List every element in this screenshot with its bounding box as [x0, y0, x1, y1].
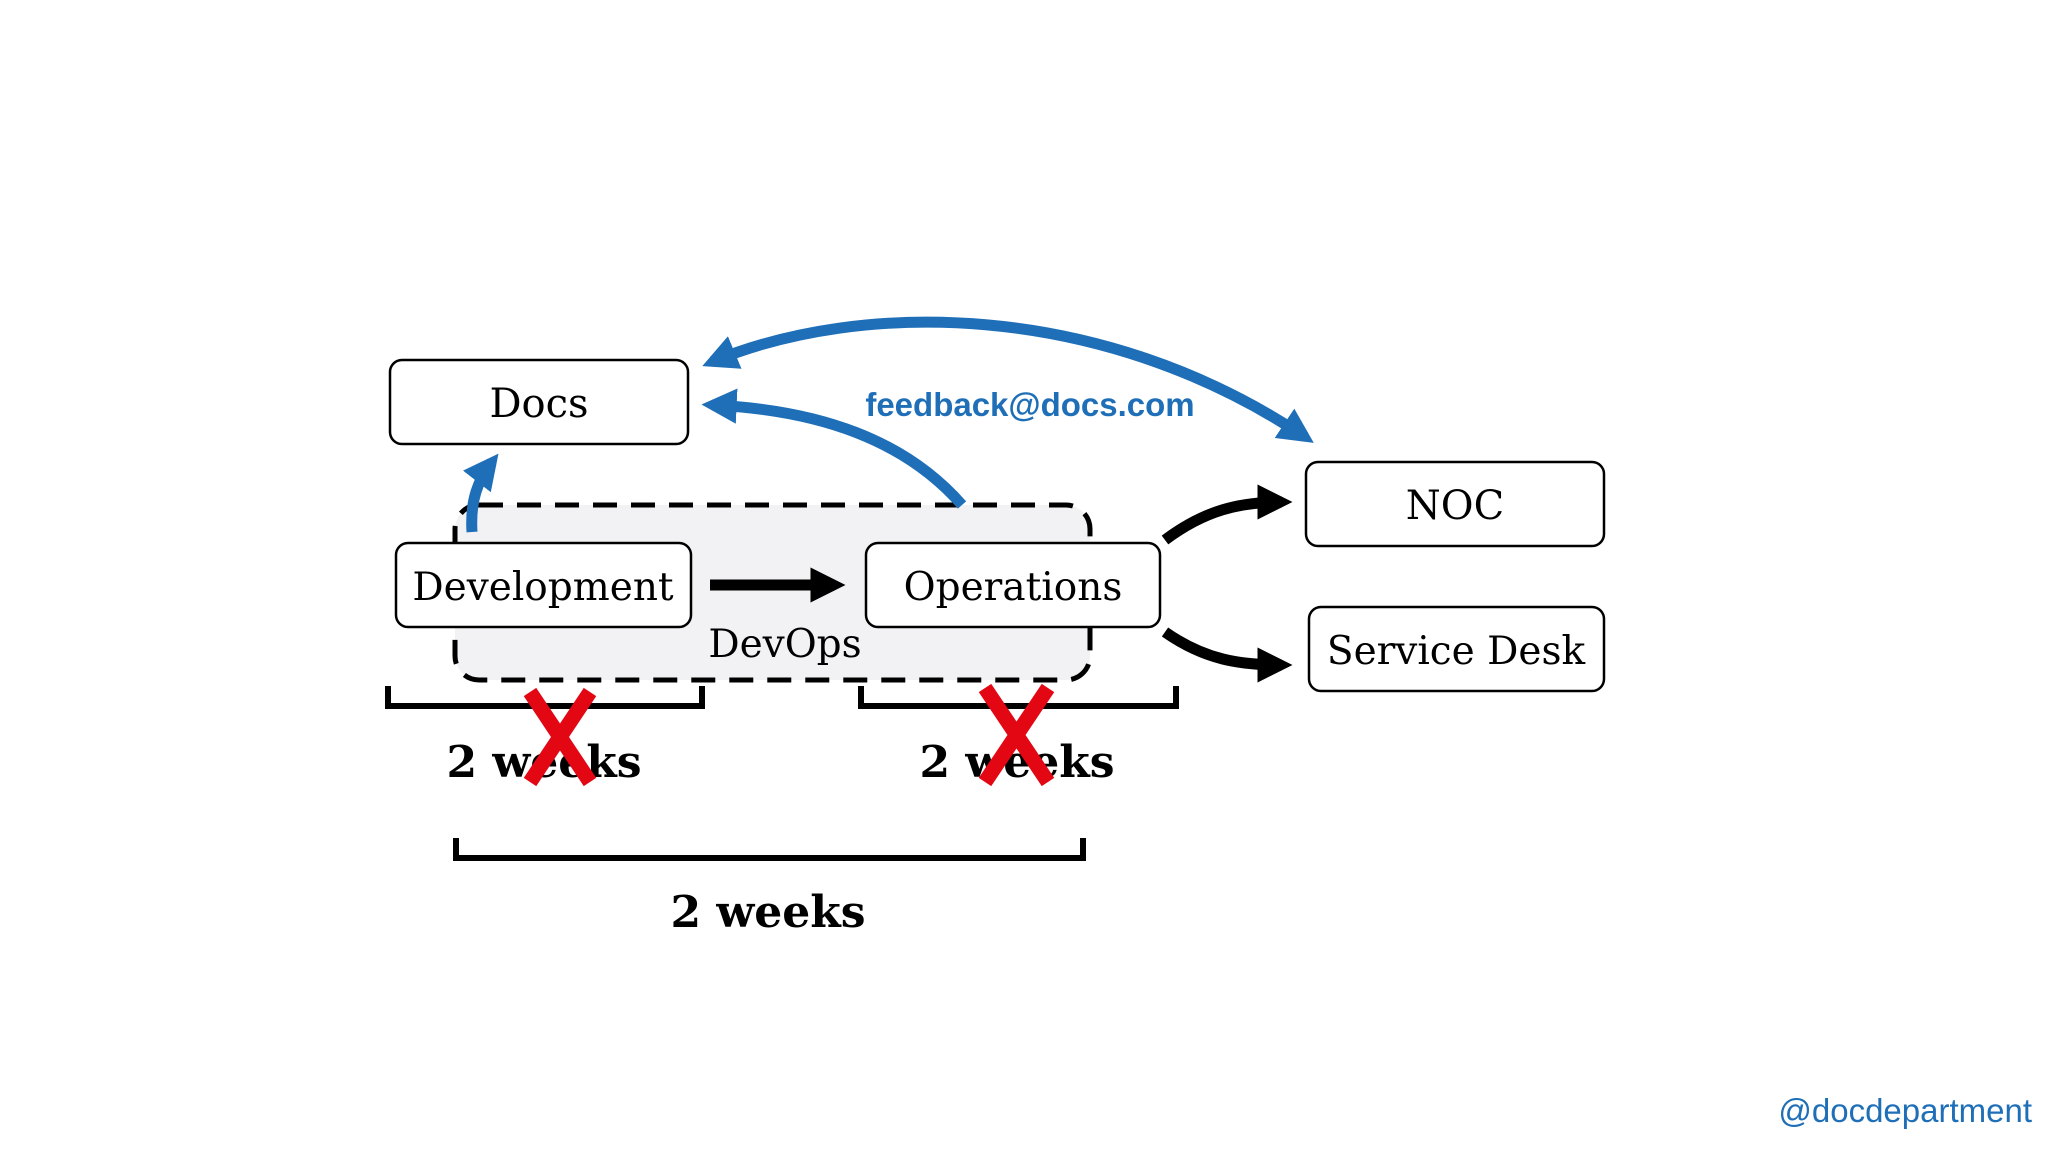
development-cross-icon	[523, 687, 597, 787]
docs-noc-feedback-arrow	[702, 316, 1314, 443]
feedback-email-label: feedback@docs.com	[865, 386, 1194, 423]
docs-label: Docs	[489, 381, 588, 427]
operations-duration-bracket	[858, 686, 1179, 709]
docs-node: Docs	[388, 358, 690, 446]
development-label: Development	[412, 565, 674, 610]
devops-label: DevOps	[708, 622, 861, 667]
dev-to-docs-arrow	[462, 453, 499, 533]
development-node: Development	[394, 541, 693, 629]
noc-node: NOC	[1304, 460, 1606, 548]
operations-cross-icon	[978, 683, 1055, 787]
devops-duration-label: 2 weeks	[670, 887, 865, 938]
footer-handle: @docdepartment	[1778, 1092, 2032, 1129]
devops-duration-bracket	[453, 838, 1086, 861]
noc-label: NOC	[1406, 483, 1504, 529]
service-desk-label: Service Desk	[1327, 629, 1586, 674]
service-desk-node: Service Desk	[1307, 605, 1606, 693]
ops-to-noc-arrow	[1161, 484, 1293, 545]
operations-node: Operations	[864, 541, 1162, 629]
operations-label: Operations	[904, 565, 1123, 610]
ops-to-service-desk-arrow	[1161, 627, 1293, 683]
